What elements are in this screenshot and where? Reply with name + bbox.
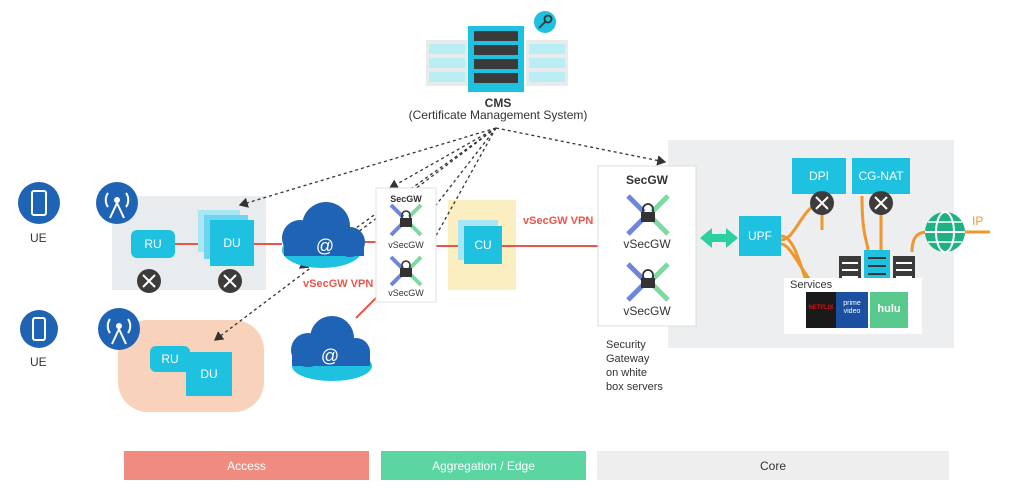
band-core: Core [597,451,949,480]
hulu-tile [870,292,908,328]
ip-label: IP [972,214,984,228]
netflix-tile [806,292,836,328]
core-lock-icon-1 [626,194,670,236]
du-bottom-label: DU [200,367,218,381]
cloud-bottom-icon: @ [291,316,372,381]
cgnat-label: CG-NAT [858,169,904,183]
switch-ru-top-icon [137,269,161,293]
ru-top-box [131,230,175,258]
vpn-mid-label: vSecGW VPN [523,215,594,227]
core-secgw-card [597,165,697,327]
prime-tile [836,292,868,328]
core-vsecgw-1: vSecGW [623,237,671,251]
key-icon [534,11,556,33]
cu-label: CU [474,238,492,252]
services-servers-icon [839,250,915,282]
vpn-left-label: vSecGW VPN [303,278,374,290]
cms-server-group-icon [426,26,568,92]
core-vsecgw-2: vSecGW [623,304,671,318]
ue-top-label: UE [30,231,47,245]
antenna-bottom-icon [98,308,140,350]
netflix-logo-text: NETFLIX [808,305,834,311]
ue-bottom-label: UE [30,355,47,369]
band-aggregation-edge: Aggregation / Edge [381,451,586,480]
du-top-box [210,220,254,266]
edge-lock-icon-1 [389,203,423,237]
core-secgw-title: SecGW [625,173,668,187]
du-top-label: DU [223,236,241,250]
prime-logo-text: prime video [843,300,861,315]
switch-cgnat-icon [869,191,893,215]
edge-secgw-card [375,187,437,303]
globe-icon [925,211,965,253]
upf-label: UPF [748,229,772,243]
dpi-label: DPI [808,169,829,183]
cms-subtitle: (Certificate Management System) [408,108,588,122]
dpi-box [792,158,846,194]
cu-box [464,226,502,264]
upf-box [739,216,781,256]
edge-lock-icon-2 [389,255,423,287]
cms-title: CMS [484,96,512,110]
du-bottom-box [186,352,232,396]
ru-bottom-label: RU [161,352,179,366]
core-lock-icon-2 [626,262,670,302]
secgw-caption-line-4: box servers [606,381,663,393]
edge-vsecgw-1: vSecGW [388,240,424,250]
svg-text:@: @ [321,346,339,366]
cgnat-box [852,158,910,194]
antenna-top-icon [96,182,138,224]
secgw-caption-line-1: Security [606,339,646,351]
switch-dpi-icon [810,191,834,215]
bidirectional-arrow-icon [700,228,738,248]
ue-top-phone-icon [18,182,60,224]
switch-du-top-icon [218,269,242,293]
ue-bottom-phone-icon [20,310,58,348]
secgw-caption-line-2: Gateway [606,353,650,365]
secgw-caption-line-3: on white [606,367,647,379]
edge-secgw-title: SecGW [390,194,422,204]
cloud-top-icon: @ [282,202,365,268]
edge-vsecgw-2: vSecGW [388,288,424,298]
hulu-logo-text: hulu [877,303,901,315]
band-access: Access [124,451,369,480]
ru-top-label: RU [144,237,162,251]
services-label: Services [790,279,833,291]
svg-text:@: @ [316,236,334,256]
ru-bottom-box [150,346,190,372]
